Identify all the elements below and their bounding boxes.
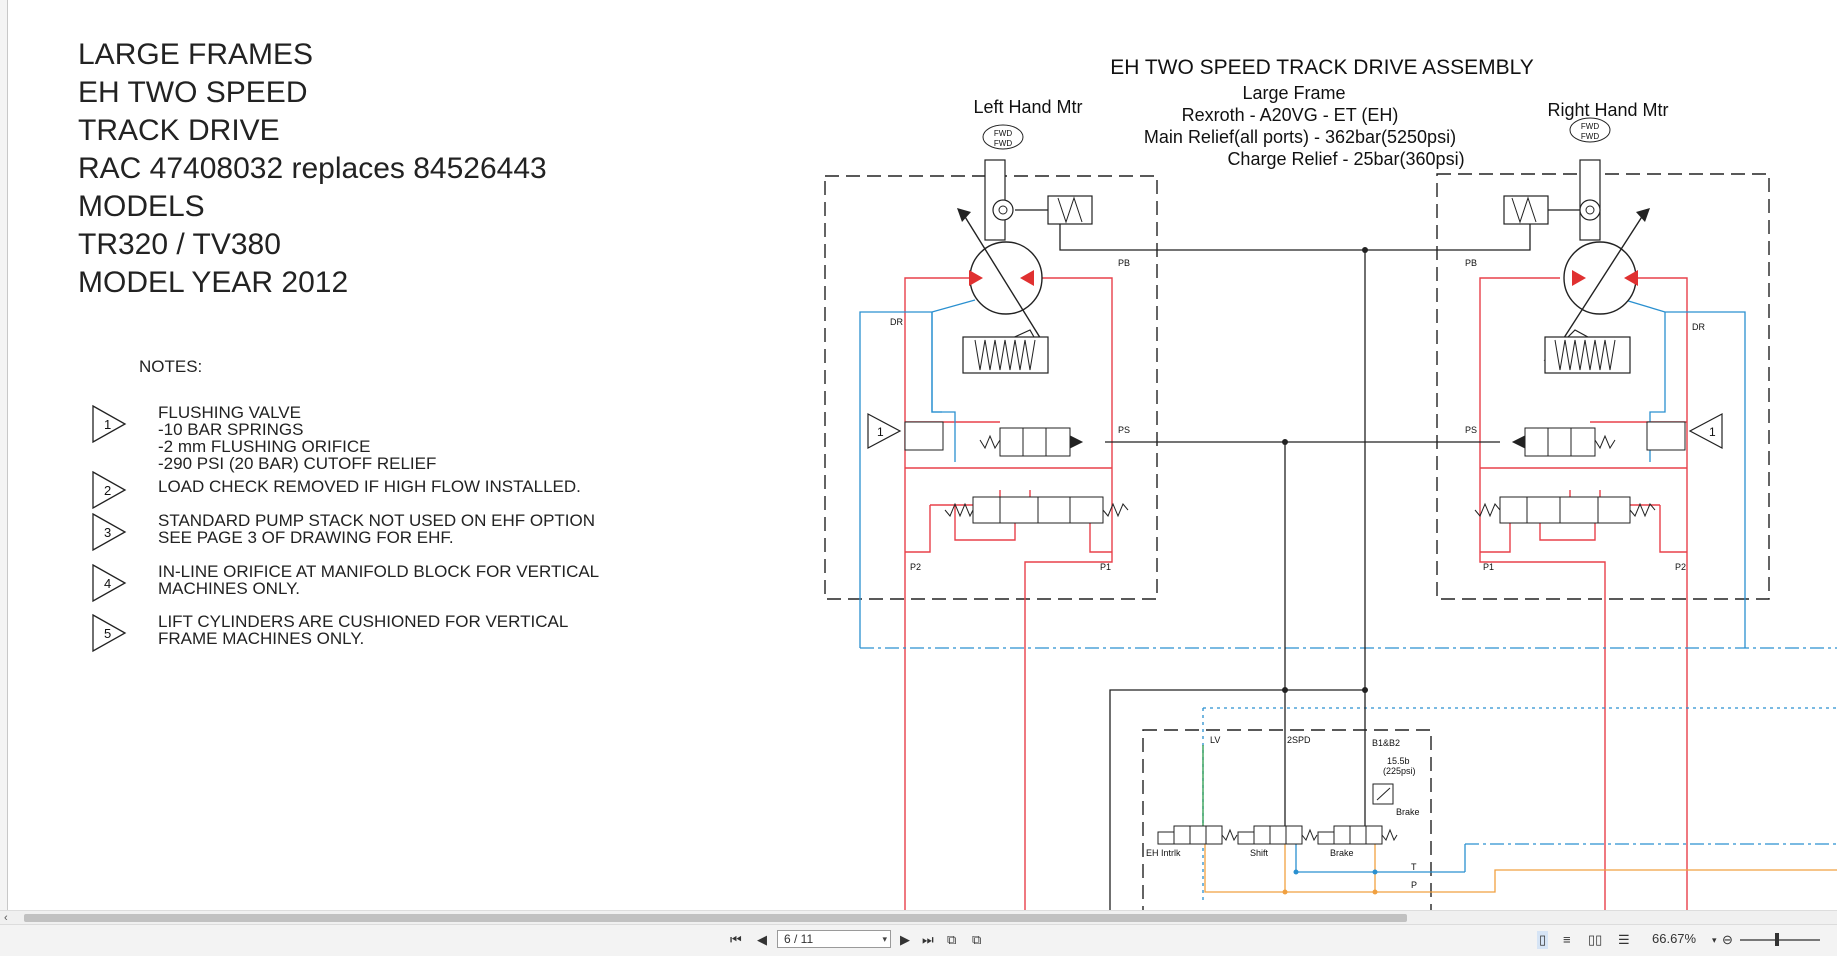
right-pump-symbol — [1503, 159, 1650, 374]
manifold-p-label: P — [1411, 880, 1417, 890]
single-page-icon[interactable]: ▯ — [1537, 931, 1549, 949]
brake-sensor-label: Brake — [1396, 807, 1420, 817]
junction-dots — [1282, 247, 1368, 693]
diagram-subtitle-3: Main Relief(all ports) - 362bar(5250psi) — [1144, 127, 1456, 147]
page-number-field[interactable]: 6 / 11 ▾ — [777, 930, 891, 948]
left-motor-label: Left Hand Mtr — [973, 97, 1082, 117]
note-3-text: STANDARD PUMP STACK NOT USED ON EHF OPTI… — [158, 511, 596, 547]
manifold-2spd-label: 2SPD — [1287, 735, 1311, 745]
left-port-pb: PB — [1118, 258, 1130, 268]
left-fwd-label-2: FWD — [994, 139, 1012, 148]
note-1-number: 1 — [104, 417, 111, 432]
zoom-slider[interactable] — [1740, 939, 1820, 941]
document-viewport[interactable]: LARGE FRAMES EH TWO SPEED TRACK DRIVE RA… — [0, 0, 1837, 910]
horizontal-scrollbar[interactable]: ‹ — [0, 910, 1837, 925]
manifold-lv-label: LV — [1210, 735, 1220, 745]
right-motor-label: Right Hand Mtr — [1547, 100, 1668, 120]
note-4-number: 4 — [104, 576, 111, 591]
right-port-p1: P1 — [1483, 562, 1494, 572]
scroll-left-arrow-icon[interactable]: ‹ — [4, 912, 8, 924]
right-fwd-label-1: FWD — [1581, 122, 1599, 131]
right-note-1-number: 1 — [1709, 425, 1716, 439]
last-page-icon[interactable]: ⏭ — [922, 932, 934, 947]
right-port-dr: DR — [1692, 322, 1705, 332]
right-pump-enclosure — [1436, 173, 1770, 600]
left-port-p2: P2 — [910, 562, 921, 572]
title-line-1: LARGE FRAMES — [78, 38, 314, 71]
manifold-b1b2-label: B1&B2 — [1372, 738, 1400, 748]
left-fwd-label-1: FWD — [994, 129, 1012, 138]
right-port-p2: P2 — [1675, 562, 1686, 572]
continuous-facing-icon[interactable]: ☰ — [1618, 932, 1630, 947]
note-4-text: IN-LINE ORIFICE AT MANIFOLD BLOCK FOR VE… — [158, 562, 600, 598]
valve-shift-label: Shift — [1250, 848, 1269, 858]
right-note-1-marker: 1 — [1688, 413, 1723, 449]
left-port-dr: DR — [890, 317, 903, 327]
note-4-triangle-icon: 4 — [92, 563, 127, 603]
diagram-subtitle-4: Charge Relief - 25bar(360psi) — [1227, 149, 1464, 169]
right-fwd-label-2: FWD — [1581, 132, 1599, 141]
left-port-ps: PS — [1118, 425, 1130, 435]
zoom-level[interactable]: 66.67% — [1652, 931, 1697, 946]
hydraulic-schematic: EH TWO SPEED TRACK DRIVE ASSEMBLY Large … — [824, 56, 1837, 910]
left-note-1-number: 1 — [877, 425, 884, 439]
page-navigation-toolbar: ⏮ ◀ 6 / 11 ▾ ▶ ⏭ ⧉ ⧉ ▯ ≡ ▯▯ ☰ 66.67% ▾ ⊖ — [0, 924, 1837, 956]
valve-brake-label: Brake — [1330, 848, 1354, 858]
left-panel-edge — [0, 0, 8, 910]
note-3-triangle-icon: 3 — [92, 512, 127, 552]
continuous-icon[interactable]: ≡ — [1563, 932, 1571, 947]
manifold-pressure-label: 15.5b — [1387, 756, 1410, 766]
manifold-enclosure — [1142, 729, 1432, 910]
right-fwd-indicator: FWD FWD — [1569, 117, 1611, 143]
note-3-number: 3 — [104, 525, 111, 540]
notes-heading: NOTES: — [139, 357, 203, 376]
left-fwd-indicator: FWD FWD — [982, 124, 1024, 150]
right-port-ps: PS — [1465, 425, 1477, 435]
manifold-t-label: T — [1411, 862, 1417, 872]
control-lines — [1059, 210, 1531, 910]
title-line-2: EH TWO SPEED — [78, 76, 308, 109]
left-control-valves — [904, 421, 1129, 524]
diagram-subtitle-2: Rexroth - A20VG - ET (EH) — [1182, 105, 1399, 125]
note-2-triangle-icon: 2 — [92, 470, 127, 510]
next-page-icon[interactable]: ▶ — [900, 932, 910, 947]
facing-icon[interactable]: ▯▯ — [1588, 932, 1603, 947]
note-5-text: LIFT CYLINDERS ARE CUSHIONED FOR VERTICA… — [158, 612, 569, 648]
left-pump-symbol — [957, 159, 1093, 374]
title-line-5: MODELS — [78, 190, 205, 223]
page-dropdown-icon[interactable]: ▾ — [882, 934, 887, 944]
diagram-subtitle-1: Large Frame — [1242, 83, 1345, 103]
title-line-3: TRACK DRIVE — [78, 114, 280, 147]
valve-eh-intrlk-label: EH Intrlk — [1146, 848, 1181, 858]
scrollbar-thumb[interactable] — [24, 914, 1407, 922]
zoom-dropdown-icon[interactable]: ▾ — [1712, 935, 1717, 945]
prev-page-icon[interactable]: ◀ — [757, 932, 767, 947]
right-control-valves — [1474, 421, 1686, 524]
previous-view-icon[interactable]: ⧉ — [947, 932, 957, 947]
diagram-title: EH TWO SPEED TRACK DRIVE ASSEMBLY — [1110, 56, 1534, 79]
note-1-triangle-icon: 1 — [92, 404, 127, 444]
manifold-junctions — [1293, 869, 1378, 875]
zoom-out-icon[interactable]: ⊖ — [1722, 932, 1733, 947]
manifold-pressure-psi-label: (225psi) — [1383, 766, 1416, 776]
charge-junctions — [1282, 889, 1378, 895]
charge-lines — [1204, 836, 1837, 893]
manifold-solenoid-valves — [1157, 825, 1398, 845]
note-1-text: FLUSHING VALVE -10 BAR SPRINGS -2 mm FLU… — [158, 403, 437, 473]
left-note-1-marker: 1 — [867, 413, 902, 449]
right-port-pb: PB — [1465, 258, 1477, 268]
first-page-icon[interactable]: ⏮ — [730, 932, 742, 947]
page-number-value: 6 / 11 — [784, 932, 814, 946]
title-line-4: RAC 47408032 replaces 84526443 — [78, 152, 547, 185]
note-2-text: LOAD CHECK REMOVED IF HIGH FLOW INSTALLE… — [158, 477, 581, 496]
note-5-number: 5 — [104, 626, 111, 641]
note-2-number: 2 — [104, 483, 111, 498]
left-port-p1: P1 — [1100, 562, 1111, 572]
brake-pressure-switch — [1372, 783, 1394, 805]
title-line-6: TR320 / TV380 — [78, 228, 281, 261]
note-5-triangle-icon: 5 — [92, 613, 127, 653]
zoom-slider-knob[interactable] — [1775, 933, 1779, 946]
next-view-icon[interactable]: ⧉ — [972, 932, 982, 947]
title-line-7: MODEL YEAR 2012 — [78, 266, 349, 299]
